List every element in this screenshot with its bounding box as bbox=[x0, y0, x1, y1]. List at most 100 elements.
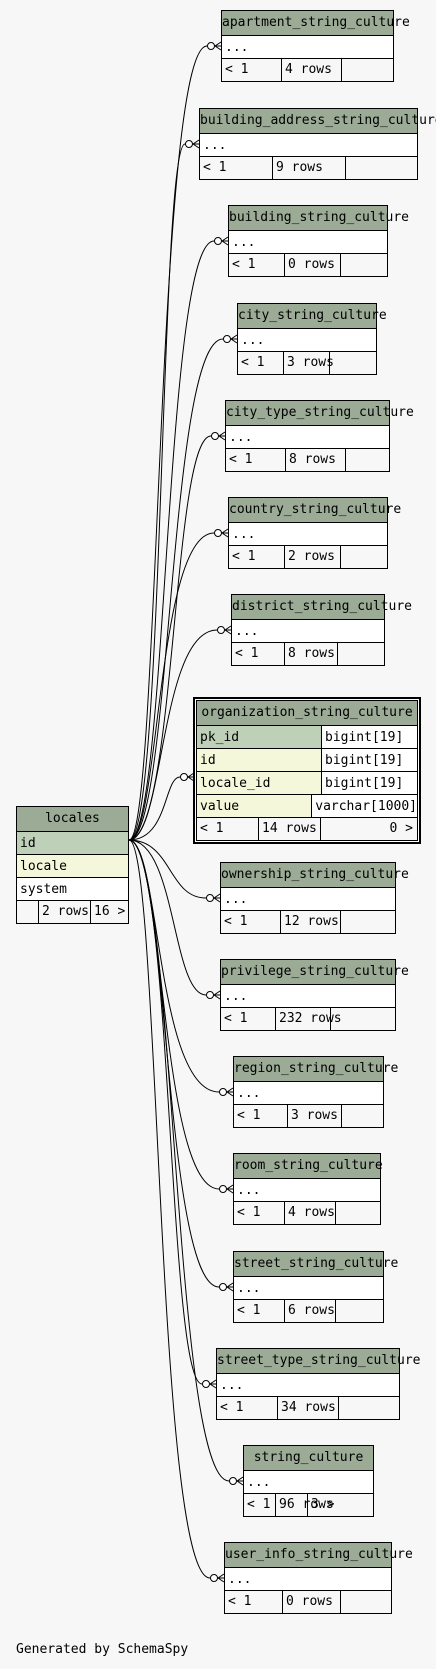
relationship-line bbox=[128, 839, 233, 1093]
column-name: id bbox=[197, 749, 322, 771]
parents-link[interactable]: < 1 bbox=[221, 911, 281, 933]
parents-link[interactable]: < 1 bbox=[229, 254, 285, 276]
optional-marker bbox=[206, 894, 214, 902]
column-name: pk_id bbox=[197, 726, 322, 748]
columns-ellipsis: ... bbox=[217, 1374, 399, 1397]
parents-link[interactable]: < 1 bbox=[225, 1591, 283, 1613]
crowfoot-marker bbox=[224, 625, 232, 635]
table-title: apartment_string_culture bbox=[222, 11, 410, 36]
table-title: room_string_culture bbox=[234, 1154, 383, 1179]
parents-link[interactable]: < 1 bbox=[234, 1202, 285, 1224]
children-link[interactable] bbox=[341, 911, 395, 933]
parents-link[interactable]: < 1 bbox=[217, 1397, 278, 1419]
columns-ellipsis: ... bbox=[229, 231, 387, 254]
column-type: bigint[19] bbox=[322, 749, 417, 771]
table-title: street_string_culture bbox=[234, 1252, 398, 1277]
row-count: 34 rows bbox=[278, 1397, 339, 1419]
children-link[interactable] bbox=[330, 352, 376, 374]
parents-link[interactable]: < 1 bbox=[222, 59, 282, 81]
parents-link[interactable]: < 1 bbox=[226, 449, 286, 471]
relationship-line bbox=[128, 240, 228, 841]
optional-marker bbox=[219, 1088, 227, 1096]
children-link[interactable] bbox=[341, 254, 387, 276]
children-link[interactable]: 3 > bbox=[311, 1497, 335, 1512]
children-link[interactable]: 0 > bbox=[389, 821, 413, 836]
children-link[interactable] bbox=[346, 449, 389, 471]
column-name: value bbox=[197, 795, 313, 817]
children-link[interactable] bbox=[336, 1202, 380, 1224]
children-link[interactable]: 16 > bbox=[94, 904, 126, 919]
parents-link[interactable]: < 1 bbox=[232, 643, 285, 665]
columns-ellipsis: ... bbox=[226, 426, 389, 449]
parents-link[interactable]: < 1 bbox=[234, 1105, 288, 1127]
children-link[interactable] bbox=[338, 643, 384, 665]
parents-link[interactable]: < 1 bbox=[221, 1008, 276, 1030]
optional-marker bbox=[223, 335, 231, 343]
parents-link[interactable]: < 1 bbox=[197, 818, 259, 840]
table-title: district_string_culture bbox=[232, 595, 412, 620]
crowfoot-marker bbox=[213, 990, 221, 1000]
optional-marker bbox=[219, 1185, 227, 1193]
parents-link[interactable]: < 1 bbox=[200, 157, 273, 179]
crowfoot-marker bbox=[218, 431, 226, 441]
table-title: city_type_string_culture bbox=[226, 401, 414, 426]
children-link[interactable] bbox=[341, 1591, 391, 1613]
optional-marker bbox=[214, 237, 222, 245]
columns-ellipsis: ... bbox=[229, 523, 387, 546]
column-name: locale_id bbox=[197, 772, 322, 794]
table-organization-string-culture[interactable]: organization_string_culture pk_id bigint… bbox=[193, 697, 421, 844]
children-link[interactable] bbox=[339, 1397, 399, 1419]
crowfoot-marker bbox=[226, 1087, 234, 1097]
optional-marker bbox=[207, 42, 215, 50]
table-title: street_type_string_culture bbox=[217, 1349, 421, 1374]
table-locales[interactable]: locales id locale system 2 rows 16 > bbox=[16, 806, 129, 924]
row-count: 2 rows bbox=[39, 901, 91, 923]
children-link[interactable] bbox=[342, 1105, 383, 1127]
column-type: varchar[1000] bbox=[312, 795, 417, 817]
parents-link[interactable]: < 1 bbox=[244, 1494, 276, 1516]
parents-link[interactable]: < 1 bbox=[238, 352, 284, 374]
optional-marker bbox=[180, 773, 188, 781]
row-count: 8 rows bbox=[286, 449, 346, 471]
children-link[interactable] bbox=[346, 157, 417, 179]
parents-link[interactable]: < 1 bbox=[234, 1300, 285, 1322]
row-count: 9 rows bbox=[273, 157, 346, 179]
relationship-line bbox=[128, 839, 243, 1482]
crowfoot-marker bbox=[192, 139, 200, 149]
crowfoot-marker bbox=[226, 1184, 234, 1194]
crowfoot-marker bbox=[221, 528, 229, 538]
children-link[interactable] bbox=[331, 1008, 395, 1030]
generated-by-credit: Generated by SchemaSpy bbox=[16, 1642, 189, 1657]
table-footer: 2 rows 16 > bbox=[17, 901, 128, 923]
row-count: 12 rows bbox=[281, 911, 341, 933]
crowfoot-marker bbox=[209, 1379, 217, 1389]
parents-link[interactable]: < 1 bbox=[229, 546, 285, 568]
optional-marker bbox=[206, 991, 214, 999]
children-link[interactable] bbox=[341, 546, 387, 568]
children-link[interactable] bbox=[336, 1300, 383, 1322]
children-link[interactable] bbox=[342, 59, 393, 81]
columns-ellipsis: ... bbox=[238, 329, 376, 352]
optional-marker bbox=[214, 529, 222, 537]
